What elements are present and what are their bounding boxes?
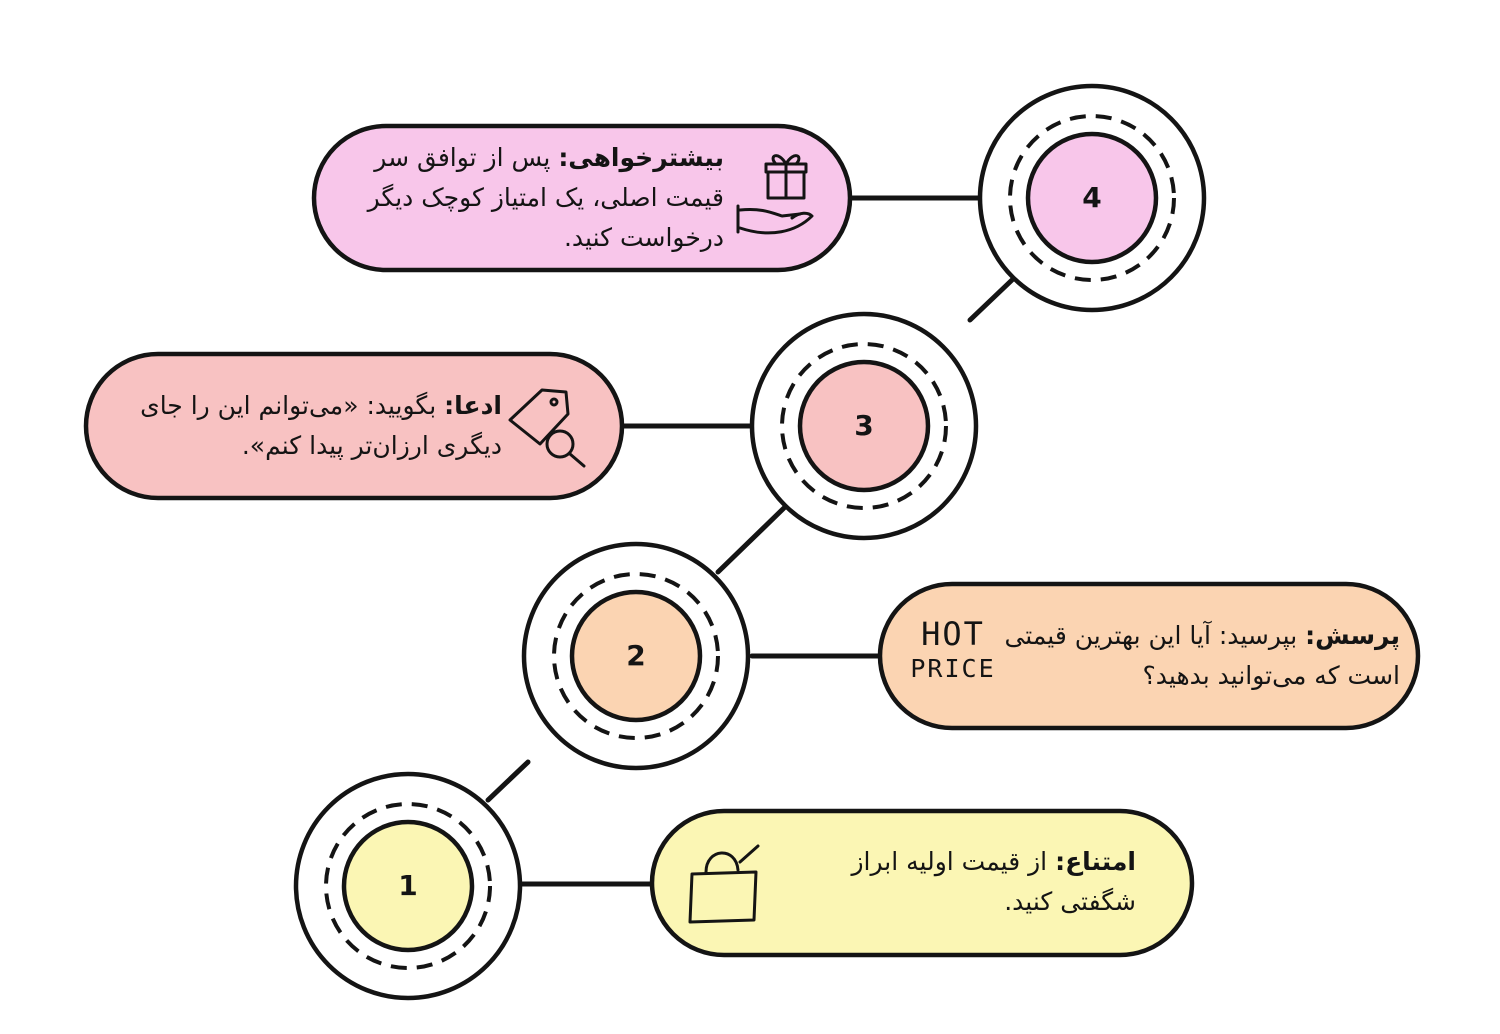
step-3-card [83, 351, 625, 501]
step-3-description: بگویید: «می‌توانم این را جای دیگری ارزان… [140, 391, 502, 460]
step-4-title: بیشترخواهی: [558, 143, 724, 172]
step-2-inner-circle [569, 589, 703, 723]
step-2-dashed-ring [552, 572, 720, 740]
step-2-card [877, 581, 1421, 731]
hot-price-line2: PRICE [910, 654, 996, 683]
step-1-description: از قیمت اولیه ابراز شگفتی کنید. [851, 847, 1136, 916]
step-3 [83, 311, 979, 541]
step-3-inner-circle [797, 359, 931, 493]
step-4 [311, 83, 1207, 313]
hot-price-icon: HOT PRICE [906, 614, 1000, 684]
step-2-number: 2 [626, 639, 646, 672]
step-4-description: پس از توافق سر قیمت اصلی، یک امتیاز کوچک… [367, 143, 724, 252]
step-2-title: پرسش: [1305, 621, 1400, 650]
price-tag-search-icon [508, 388, 586, 468]
step-1-title: امتناع: [1055, 847, 1136, 876]
step-3-number: 3 [854, 409, 874, 442]
step-2 [521, 541, 1421, 771]
step-4-card [311, 123, 853, 273]
step-1-text: امتناع: از قیمت اولیه ابراز شگفتی کنید. [770, 842, 1136, 922]
step-3-title: ادعا: [444, 391, 502, 420]
step-4-inner-circle [1025, 131, 1159, 265]
step-3-text: ادعا: بگویید: «می‌توانم این را جای دیگری… [110, 386, 502, 466]
step-1 [293, 771, 1195, 1001]
step-2-text: پرسش: بپرسید: آیا این بهترین قیمتی است ک… [1000, 616, 1400, 696]
step-1-number: 1 [398, 869, 418, 902]
step-4-number: 4 [1082, 181, 1102, 214]
step-4-dashed-ring [1008, 114, 1176, 282]
step-1-dashed-ring [324, 802, 492, 970]
step-1-card [649, 808, 1195, 958]
step-3-dashed-ring [780, 342, 948, 510]
step-4-text: بیشترخواهی: پس از توافق سر قیمت اصلی، یک… [344, 138, 724, 258]
connector-1-2 [485, 759, 531, 803]
gift-in-hand-icon [736, 154, 814, 235]
hot-price-line1: HOT [921, 615, 985, 653]
shopping-bag-icon [688, 844, 760, 924]
connector-2-3 [715, 505, 787, 575]
step-2-description: بپرسید: آیا این بهترین قیمتی است که می‌ت… [1004, 621, 1400, 690]
connector-3-4 [967, 277, 1015, 323]
step-1-inner-circle [341, 819, 475, 953]
